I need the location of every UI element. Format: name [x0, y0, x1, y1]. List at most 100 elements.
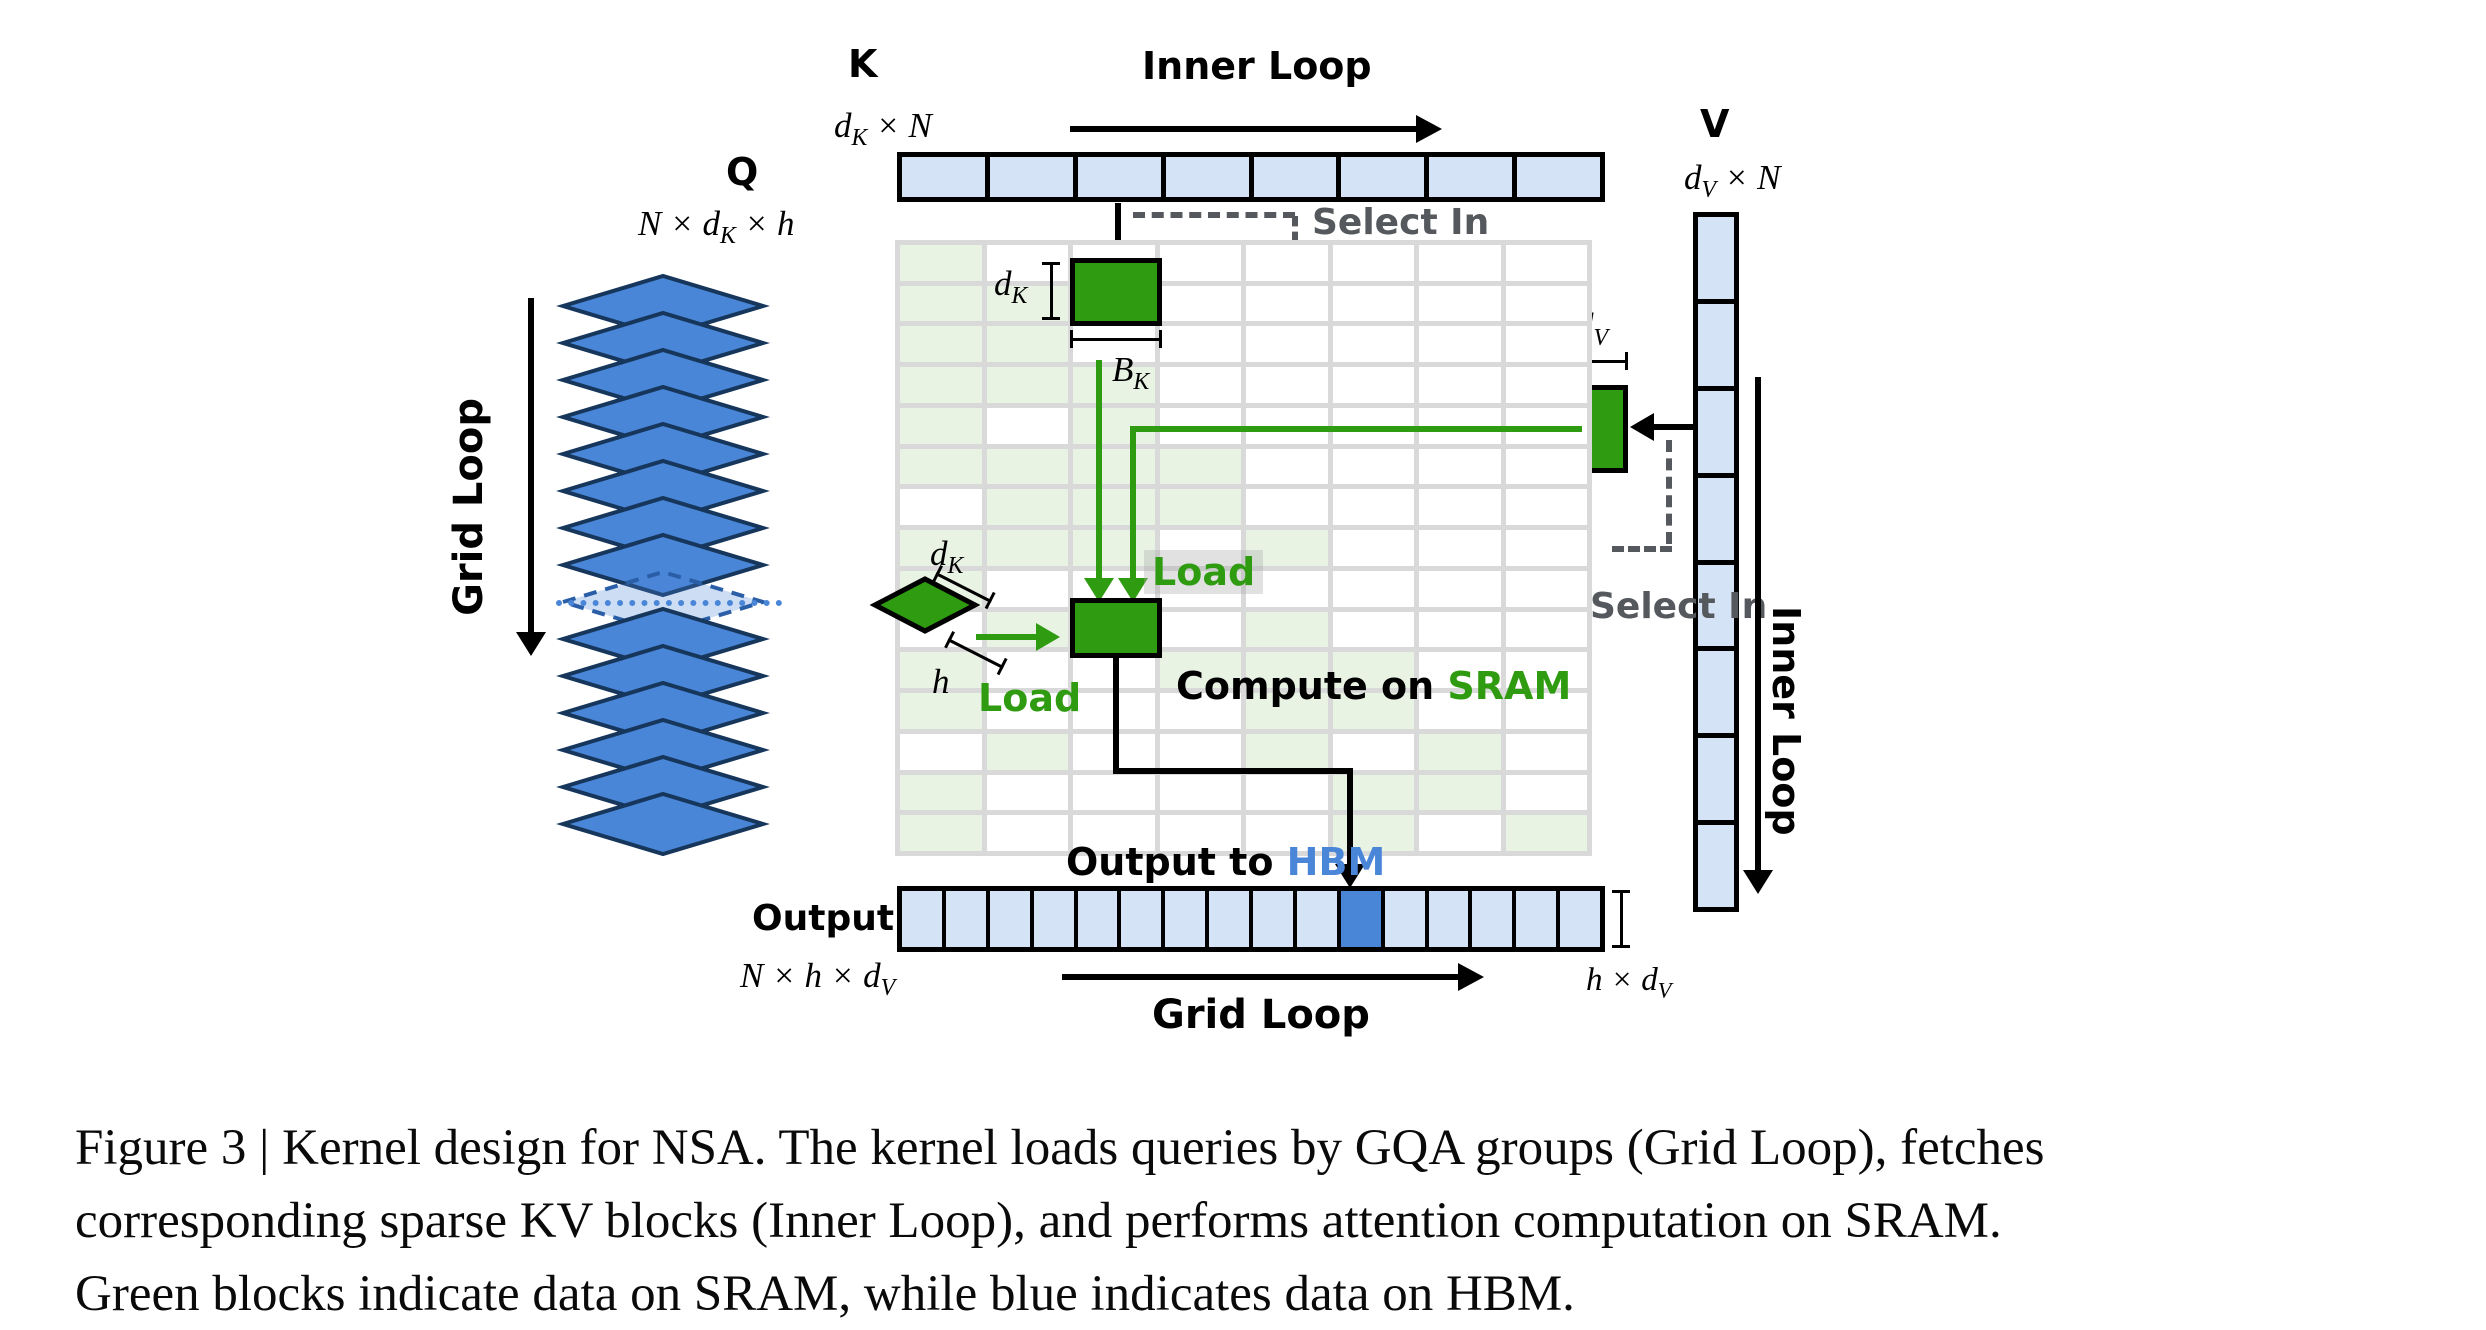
- grid-cell: [986, 407, 1068, 444]
- q-stack-svg: [556, 273, 770, 857]
- grid-cell: [1332, 693, 1414, 729]
- grid-cell: [1073, 448, 1155, 485]
- grid-cell: [900, 407, 982, 444]
- select-in-top-label: Select In: [1312, 202, 1490, 243]
- grid-cell: [900, 326, 982, 363]
- grid-cell: [986, 693, 1068, 729]
- v-hbm-block: [1698, 651, 1734, 739]
- grid-cell: [1332, 815, 1414, 851]
- figure-caption: Figure 3 | Kernel design for NSA. The ke…: [75, 1112, 2475, 1330]
- dk-bracket-block: [1042, 262, 1060, 320]
- grid-cell: [1419, 367, 1501, 403]
- output-hbm-block-written: [1340, 891, 1385, 947]
- output-dims: N × h × dV: [740, 956, 896, 1001]
- grid-cell: [986, 326, 1068, 363]
- grid-cell: [1419, 285, 1501, 322]
- k-sram-block: [1070, 258, 1162, 326]
- output-to-text: Output to: [1066, 840, 1287, 884]
- grid-cell: [1159, 326, 1241, 363]
- grid-cell: [1419, 774, 1501, 811]
- grid-cell: [1505, 367, 1587, 403]
- inner-loop-right-label: Inner Loop: [1764, 606, 1808, 836]
- grid-cell: [900, 245, 982, 281]
- v-hbm-block: [1698, 825, 1734, 907]
- grid-cell: [1419, 652, 1501, 689]
- select-in-right-dash-v: [1666, 440, 1672, 544]
- output-hbm-block: [945, 891, 990, 947]
- inner-loop-right-arrow-head: [1743, 870, 1773, 894]
- v-hbm-block: [1698, 390, 1734, 478]
- grid-cell: [1332, 367, 1414, 403]
- grid-cell: [1246, 693, 1328, 729]
- grid-cell: [1246, 326, 1328, 363]
- grid-cell: [1073, 407, 1155, 444]
- grid-loop-left-label: Grid Loop: [446, 398, 492, 616]
- grid-cell: [1505, 774, 1587, 811]
- grid-cell: [1505, 326, 1587, 363]
- output-row: [897, 886, 1605, 952]
- output-path-h: [1113, 768, 1353, 774]
- grid-cell: [1159, 285, 1241, 322]
- grid-cell: [1419, 693, 1501, 729]
- grid-cell: [1159, 489, 1241, 526]
- grid-cell: [1505, 693, 1587, 729]
- grid-cell: [986, 367, 1068, 403]
- grid-cell: [986, 733, 1068, 770]
- v-load-arrow-shaft: [1650, 424, 1694, 430]
- caption-line-1: Figure 3 | Kernel design for NSA. The ke…: [75, 1120, 2045, 1176]
- v-matrix-label: V: [1700, 102, 1730, 146]
- output-hbm-block: [1253, 891, 1297, 947]
- grid-cell: [1159, 407, 1241, 444]
- grid-cell: [1419, 530, 1501, 566]
- grid-cell: [1246, 530, 1328, 566]
- v-hbm-block: [1698, 477, 1734, 565]
- q-matrix-label: Q: [726, 150, 759, 194]
- output-hbm-block: [1296, 891, 1341, 947]
- select-in-right-dash-h: [1612, 546, 1672, 552]
- q-sheet: [556, 791, 770, 857]
- caption-line-3: Green blocks indicate data on SRAM, whil…: [75, 1266, 1575, 1322]
- k-select-arrow-shaft: [1115, 203, 1121, 243]
- grid-cell: [1246, 570, 1328, 607]
- grid-cell: [1159, 652, 1241, 689]
- grid-cell: [1419, 733, 1501, 770]
- output-hbm-block: [1121, 891, 1166, 947]
- grid-cell: [1159, 815, 1241, 851]
- select-in-top-dash-h: [1133, 212, 1295, 218]
- grid-cell: [1246, 611, 1328, 648]
- load-upper-label: Load: [1144, 550, 1264, 594]
- hbm-text: HBM: [1286, 840, 1386, 884]
- grid-cell: [1246, 285, 1328, 322]
- load-k-arrow-shaft: [1096, 360, 1102, 580]
- v-load-arrow-head: [1630, 413, 1654, 441]
- grid-cell: [1419, 448, 1501, 485]
- output-hbm-block: [1384, 891, 1429, 947]
- v-hbm-block: [1698, 738, 1734, 826]
- h-label-diamond: h: [932, 662, 950, 701]
- grid-cell: [1159, 611, 1241, 648]
- grid-cell: [1246, 733, 1328, 770]
- grid-cell: [1159, 733, 1241, 770]
- bk-label-top: BK: [1112, 350, 1150, 395]
- grid-cell: [1073, 530, 1155, 566]
- grid-cell: [1505, 733, 1587, 770]
- k-hbm-block: [1077, 157, 1166, 197]
- grid-cell: [900, 774, 982, 811]
- grid-cell: [1505, 570, 1587, 607]
- grid-cell: [900, 489, 982, 526]
- sram-text: SRAM: [1447, 664, 1572, 708]
- output-hbm-block: [1077, 891, 1122, 947]
- grid-cell: [1073, 815, 1155, 851]
- grid-cell: [1332, 448, 1414, 485]
- grid-cell: [1332, 774, 1414, 811]
- grid-cell: [1332, 530, 1414, 566]
- load-q-arrow-shaft: [976, 634, 1038, 640]
- k-matrix-dims: dK × N: [834, 106, 932, 151]
- q-matrix-dims: N × dK × h: [638, 204, 795, 249]
- grid-cell: [1073, 774, 1155, 811]
- grid-cell: [1505, 245, 1587, 281]
- load-q-arrow-head: [1036, 623, 1060, 651]
- q-current-sheet-dotted-line: [556, 600, 782, 606]
- v-column: [1693, 212, 1739, 912]
- hdv-label: h × dV: [1586, 962, 1672, 1003]
